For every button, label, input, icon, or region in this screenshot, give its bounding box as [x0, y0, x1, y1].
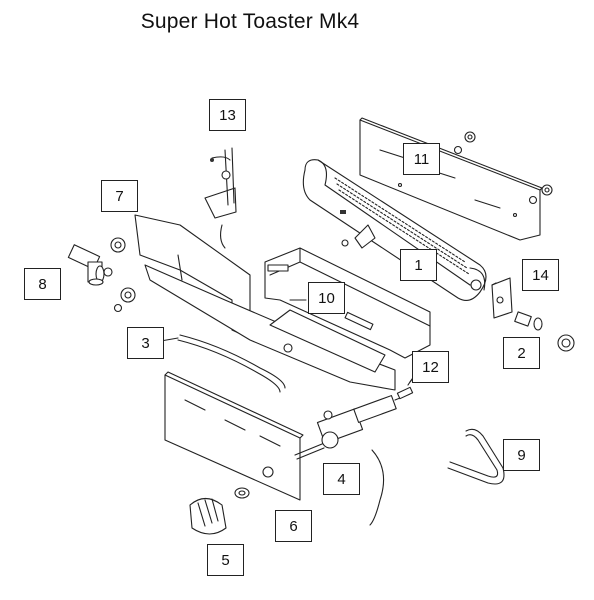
callout-2: 2 — [503, 337, 540, 369]
part-6-front-panel — [164, 371, 304, 501]
part-8-elbow-fitting — [67, 237, 136, 313]
callout-11: 11 — [403, 143, 440, 175]
callout-7: 7 — [101, 180, 138, 212]
part-3-rod — [177, 334, 286, 393]
callout-13: 13 — [209, 99, 246, 131]
callout-4: 4 — [323, 463, 360, 495]
diagram-title: Super Hot Toaster Mk4 — [140, 10, 360, 33]
callout-9: 9 — [503, 439, 540, 471]
part-2-orifice-fitting — [514, 311, 575, 352]
burner-port-holes — [334, 177, 470, 275]
callout-12: 12 — [412, 351, 449, 383]
part-14-bracket — [491, 277, 513, 319]
callout-10: 10 — [308, 282, 345, 314]
callout-14: 14 — [522, 259, 559, 291]
callout-5: 5 — [207, 544, 244, 576]
part-9-bent-tube — [447, 428, 505, 485]
part-10-tray — [264, 247, 431, 359]
callout-1: 1 — [400, 249, 437, 281]
part-13-igniter — [204, 147, 237, 249]
part-1-burner — [302, 159, 487, 301]
mounting-bracket — [144, 264, 396, 391]
part-5-knob — [189, 487, 250, 535]
callout-3: 3 — [127, 327, 164, 359]
callout-8: 8 — [24, 268, 61, 300]
callout-6: 6 — [275, 510, 312, 542]
part-4-gas-valve — [294, 393, 411, 526]
part-11-fasteners — [453, 131, 553, 205]
